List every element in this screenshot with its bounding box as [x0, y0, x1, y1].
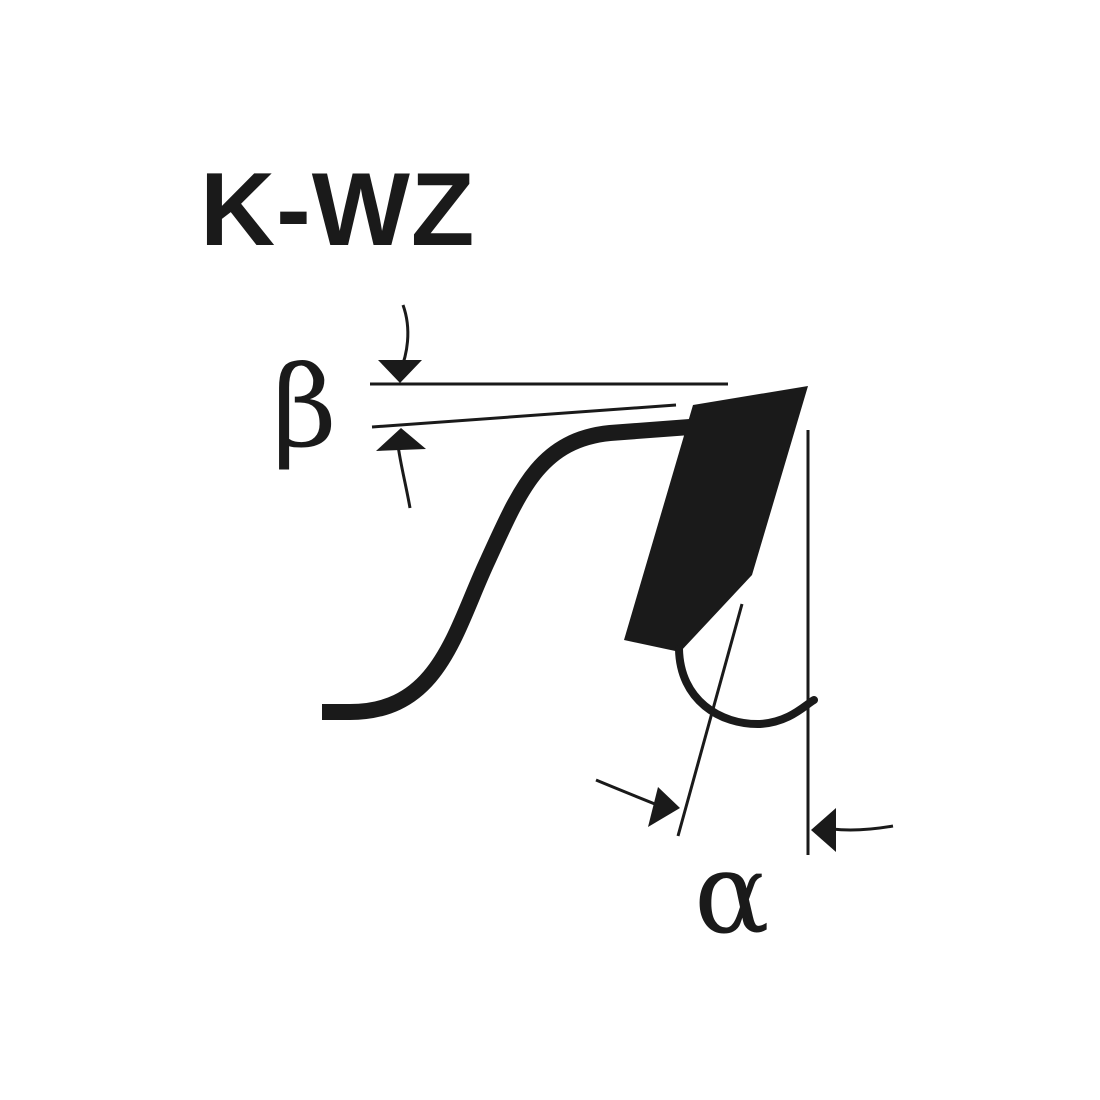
- beta-arrow-bottom-shaft: [396, 444, 412, 509]
- alpha-arrow-right-shaft: [831, 824, 894, 832]
- carbide-tip: [624, 386, 808, 652]
- alpha-arrow-left-shaft: [595, 778, 661, 808]
- beta-arrow-bottom-head: [376, 428, 426, 451]
- alpha-arrow-left-head: [648, 787, 680, 827]
- back-gullet-curve: [675, 645, 818, 729]
- tooth-type-title: K-WZ: [200, 152, 476, 268]
- beta-angle-label: β: [272, 343, 337, 473]
- alpha-arrow-right-head: [811, 808, 836, 852]
- beta-reference-line-top: [371, 403, 677, 429]
- beta-arrow-top-head: [378, 360, 422, 383]
- alpha-angle-label: α: [694, 829, 770, 959]
- alpha-reference-line-inclined: [676, 603, 744, 837]
- tooth-body-outline: [322, 419, 691, 720]
